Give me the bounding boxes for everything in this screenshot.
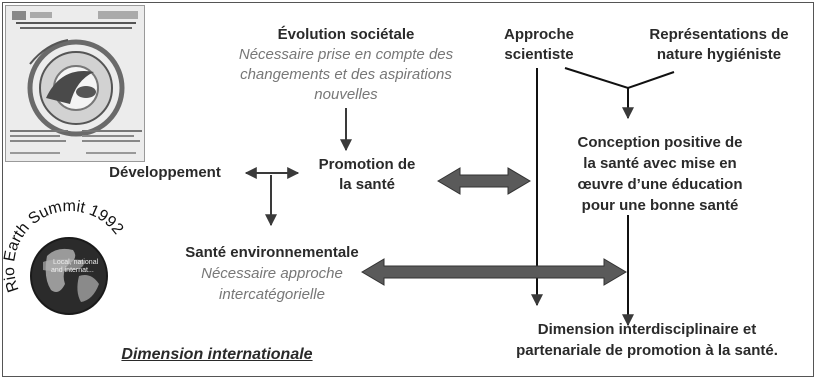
dimension-internationale-label: Dimension internationale — [121, 346, 313, 363]
rio-earth-summit-logo: Rio Earth Summit 1992 Local, national an… — [1, 198, 128, 318]
promotion-line-1: Promotion de — [318, 156, 416, 173]
double-arrow-promotion-approche — [437, 167, 531, 195]
sante-env-sub-1: Nécessaire approche — [201, 265, 343, 282]
evolution-sub-2: changements et des aspirations — [240, 66, 452, 83]
double-arrow-sante-env-dimension — [361, 258, 627, 286]
promotion-line-2: la santé — [339, 176, 395, 193]
approche-line-2: scientiste — [504, 46, 574, 63]
ottawa-charter-thumbnail — [5, 5, 145, 162]
conception-line-3: œuvre d’une éducation — [577, 176, 743, 193]
representations-line-1: Représentations de — [649, 26, 789, 43]
approche-line-1: Approche — [503, 26, 574, 43]
rio-summit-graphic: Rio Earth Summit 1992 Local, national an… — [1, 198, 126, 315]
conception-line-2: la santé avec mise en — [583, 155, 737, 172]
dimension-line-1: Dimension interdisciplinaire et — [537, 321, 757, 338]
conception-line-4: pour une bonne santé — [581, 197, 739, 214]
rio-center-text-1: Local, national — [53, 259, 99, 266]
sante-env-sub-2: intercatégorielle — [219, 286, 325, 303]
developpement-label: Développement — [109, 164, 221, 181]
ottawa-charter-graphic — [6, 6, 144, 161]
evolution-title: Évolution sociétale — [277, 26, 415, 43]
merge-lines — [564, 67, 675, 90]
evolution-sub-3: nouvelles — [314, 86, 378, 103]
dimension-line-2: partenariale de promotion à la santé. — [516, 342, 778, 359]
rio-center-text-2: and internat... — [51, 267, 94, 274]
sante-env-title: Santé environnementale — [185, 244, 359, 261]
conception-line-1: Conception positive de — [577, 134, 743, 151]
representations-line-2: nature hygiéniste — [656, 46, 782, 63]
evolution-sub-1: Nécessaire prise en compte des — [238, 46, 454, 63]
